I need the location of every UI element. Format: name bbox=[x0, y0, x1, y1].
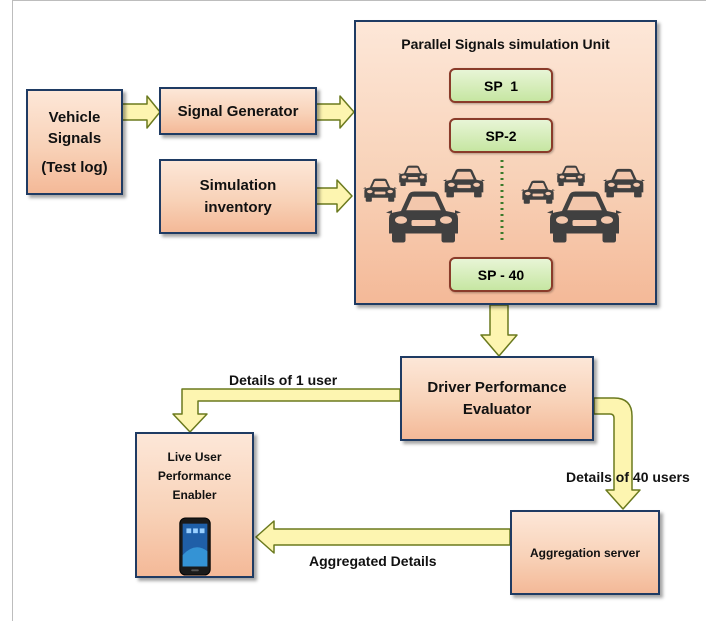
arrow-evaluator-to-liveuser bbox=[172, 388, 401, 433]
signal-generator-label: Signal Generator bbox=[177, 102, 299, 120]
vehicle-signals-box: Vehicle Signals (Test log) bbox=[26, 89, 123, 195]
vehicle-signals-line3: (Test log) bbox=[41, 158, 108, 176]
details-forty-users-label: Details of 40 users bbox=[566, 469, 690, 485]
simulation-inventory-line2: inventory bbox=[204, 198, 272, 216]
arrow-evaluator-to-aggregation bbox=[593, 397, 641, 510]
arrow-unit-to-evaluator bbox=[480, 304, 518, 357]
arrow-generator-to-unit bbox=[315, 95, 355, 129]
signal-generator-box: Signal Generator bbox=[159, 87, 317, 135]
processor-sp-2: SP-2 bbox=[449, 118, 553, 153]
car-icon bbox=[398, 165, 428, 186]
car-icon bbox=[521, 180, 555, 204]
processor-sp-1-label: SP 1 bbox=[484, 77, 518, 94]
car-icon bbox=[547, 191, 622, 243]
car-icon bbox=[603, 168, 645, 198]
live-user-line2: Performance bbox=[157, 469, 232, 483]
processor-sp-1: SP 1 bbox=[449, 68, 553, 103]
simulation-inventory-line1: Simulation bbox=[199, 176, 277, 194]
car-icon bbox=[443, 168, 485, 198]
vehicle-signals-line1: Vehicle bbox=[48, 108, 101, 126]
parallel-simulation-unit: Parallel Signals simulation Unit bbox=[354, 20, 657, 305]
aggregation-server-box: Aggregation server bbox=[510, 510, 660, 595]
car-icon bbox=[556, 165, 586, 186]
simulation-inventory-box: Simulation inventory bbox=[159, 159, 317, 234]
driver-performance-evaluator-box: Driver Performance Evaluator bbox=[400, 356, 594, 441]
live-user-line1: Live User bbox=[167, 450, 222, 464]
live-user-performance-box: Live User Performance Enabler bbox=[135, 432, 254, 578]
arrow-aggregation-to-liveuser bbox=[255, 520, 511, 554]
vehicle-signals-line2: Signals bbox=[47, 129, 102, 147]
driver-evaluator-line2: Evaluator bbox=[462, 400, 532, 418]
processor-sp-2-label: SP-2 bbox=[485, 127, 517, 144]
diagram-frame bbox=[12, 0, 706, 621]
arrow-vehicle-to-generator bbox=[121, 95, 161, 129]
processor-sp-40: SP - 40 bbox=[449, 257, 553, 292]
aggregated-details-label: Aggregated Details bbox=[309, 553, 437, 569]
processor-sp-40-label: SP - 40 bbox=[477, 266, 525, 283]
car-icon bbox=[363, 178, 397, 202]
smartphone-icon bbox=[178, 517, 211, 576]
live-user-line3: Enabler bbox=[172, 488, 217, 502]
details-one-user-label: Details of 1 user bbox=[229, 372, 338, 388]
car-icon bbox=[386, 191, 461, 243]
arrow-inventory-to-unit bbox=[315, 179, 353, 213]
parallel-unit-title: Parallel Signals simulation Unit bbox=[401, 36, 610, 52]
driver-evaluator-line1: Driver Performance bbox=[427, 378, 567, 396]
aggregation-server-label: Aggregation server bbox=[529, 545, 641, 560]
